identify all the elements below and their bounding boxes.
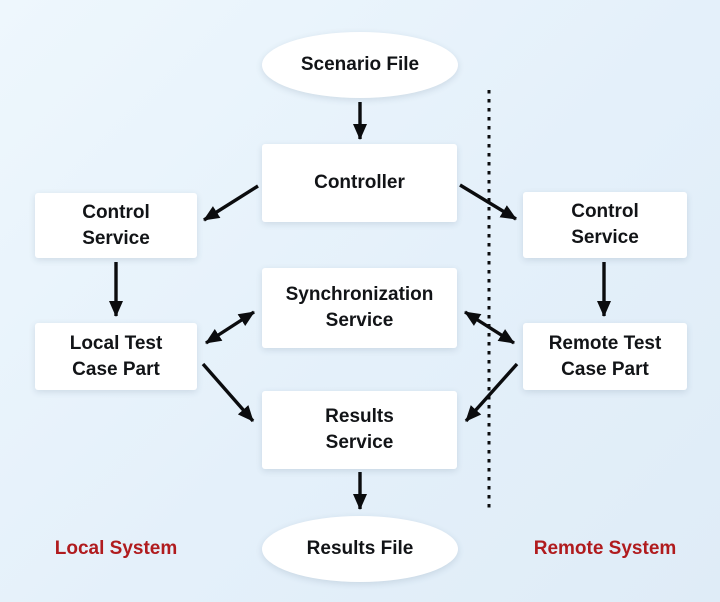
- edge-remote-test-sync-service-bidirectional: [464, 310, 515, 345]
- node-remote-test-case-part-label: Remote Test Case Part: [548, 332, 662, 380]
- node-controller: Controller: [262, 144, 457, 222]
- node-results-service: Results Service: [262, 391, 457, 469]
- node-controller-label: Controller: [314, 172, 405, 193]
- edge-controller-to-local-control-service: [203, 184, 259, 222]
- node-control-service-local-label: Control Service: [82, 201, 150, 249]
- node-results-file-label: Results File: [306, 538, 414, 559]
- remote-system-label: Remote System: [533, 538, 677, 559]
- node-control-service-remote-label: Control Service: [571, 201, 639, 248]
- node-results-service-label: Results Service: [325, 406, 394, 453]
- node-local-test-case-part-label: Local Test Case Part: [69, 332, 163, 380]
- node-synchronization-service-label: Synchronization Service: [285, 284, 434, 331]
- edge-remote-test-to-results-service: [464, 362, 519, 423]
- node-control-service-local: Control Service: [35, 193, 197, 258]
- node-results-file: Results File: [262, 516, 458, 582]
- node-remote-test-case-part: Remote Test Case Part: [523, 323, 687, 390]
- node-local-test-case-part: Local Test Case Part: [35, 323, 197, 390]
- node-scenario-file: Scenario File: [262, 32, 458, 98]
- edge-local-test-sync-service-bidirectional: [205, 310, 255, 345]
- node-scenario-file-label: Scenario File: [300, 54, 420, 75]
- node-synchronization-service: Synchronization Service: [262, 268, 457, 348]
- local-system-label: Local System: [54, 538, 178, 559]
- edge-controller-to-remote-control-service: [459, 183, 517, 221]
- node-control-service-remote: Control Service: [523, 192, 687, 258]
- edge-local-test-to-results-service: [201, 362, 255, 423]
